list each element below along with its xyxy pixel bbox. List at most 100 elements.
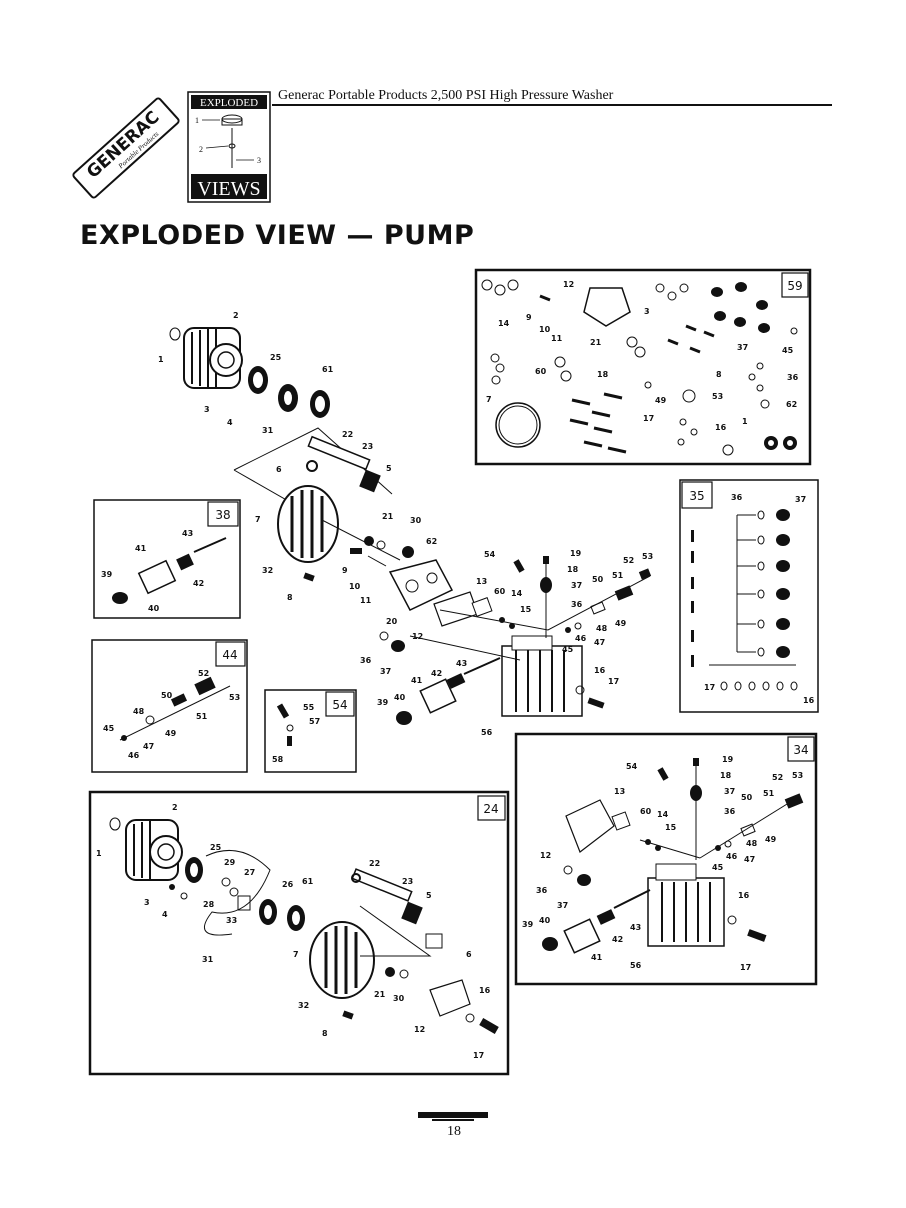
main-label-36b: 36 — [360, 656, 372, 665]
b59-label-36: 36 — [787, 373, 799, 382]
b54-label-55: 55 — [303, 703, 315, 712]
b24-label-29: 29 — [224, 858, 236, 867]
b34-label-60: 60 — [640, 807, 652, 816]
main-label-14: 14 — [511, 589, 523, 598]
b24-label-3: 3 — [144, 898, 150, 907]
main-label-4: 4 — [227, 418, 233, 427]
b24-label-12: 12 — [414, 1025, 425, 1034]
b24-label-28: 28 — [203, 900, 215, 909]
b24-label-32: 32 — [298, 1001, 309, 1010]
main-label-43: 43 — [456, 659, 467, 668]
b34-label-56: 56 — [630, 961, 642, 970]
b34-label-46: 46 — [726, 852, 738, 861]
b34-label-37b: 37 — [557, 901, 568, 910]
main-label-25: 25 — [270, 353, 282, 362]
b44-label-49: 49 — [165, 729, 177, 738]
b59-label-53: 53 — [712, 392, 723, 401]
main-label-37: 37 — [571, 581, 582, 590]
b34-label-51: 51 — [763, 789, 775, 798]
b24-label-17: 17 — [473, 1051, 484, 1060]
b34-label-52: 52 — [772, 773, 783, 782]
b59-label-49: 49 — [655, 396, 667, 405]
main-label-17: 17 — [608, 677, 619, 686]
b34-label-42: 42 — [612, 935, 623, 944]
b38-label-43: 43 — [182, 529, 193, 538]
b34-label-43: 43 — [630, 923, 641, 932]
b38-label-41: 41 — [135, 544, 147, 553]
b38-label-39: 39 — [101, 570, 113, 579]
b34-label-47: 47 — [744, 855, 755, 864]
main-label-11: 11 — [360, 596, 372, 605]
b24-label-30: 30 — [393, 994, 405, 1003]
main-label-41: 41 — [411, 676, 423, 685]
b59-label-37: 37 — [737, 343, 748, 352]
main-label-1: 1 — [158, 355, 164, 364]
box-44-number: 44 — [222, 648, 237, 662]
b24-label-22: 22 — [369, 859, 380, 868]
b59-label-62: 62 — [786, 400, 797, 409]
main-label-18: 18 — [567, 565, 579, 574]
badge-num-2: 2 — [199, 145, 203, 154]
b59-label-10: 10 — [539, 325, 551, 334]
b34-label-15: 15 — [665, 823, 677, 832]
b34-label-16: 16 — [738, 891, 750, 900]
main-label-32: 32 — [262, 566, 273, 575]
b34-label-14: 14 — [657, 810, 669, 819]
main-label-5: 5 — [386, 464, 392, 473]
main-label-39: 39 — [377, 698, 389, 707]
main-label-42: 42 — [431, 669, 442, 678]
b59-label-1: 1 — [742, 417, 748, 426]
main-label-52: 52 — [623, 556, 634, 565]
main-label-40: 40 — [394, 693, 406, 702]
b24-label-4: 4 — [162, 910, 168, 919]
b35-label-17: 17 — [704, 683, 715, 692]
box-38-number: 38 — [215, 508, 230, 522]
main-label-12: 12 — [412, 632, 423, 641]
b34-label-36b: 36 — [536, 886, 548, 895]
page-title: EXPLODED VIEW — PUMP — [80, 220, 475, 251]
b24-label-33: 33 — [226, 916, 237, 925]
b38-label-40: 40 — [148, 604, 160, 613]
main-label-36: 36 — [571, 600, 583, 609]
main-label-3: 3 — [204, 405, 210, 414]
b59-label-3: 3 — [644, 307, 650, 316]
b34-label-37: 37 — [724, 787, 735, 796]
main-label-23: 23 — [362, 442, 373, 451]
b24-label-31: 31 — [202, 955, 214, 964]
b34-label-39: 39 — [522, 920, 534, 929]
b44-label-52: 52 — [198, 669, 209, 678]
page-number-underbar — [432, 1119, 474, 1121]
b24-label-6: 6 — [466, 950, 472, 959]
main-label-7: 7 — [255, 515, 261, 524]
badge-num-3: 3 — [257, 156, 261, 165]
b44-label-45: 45 — [103, 724, 115, 733]
page-number: 18 — [447, 1124, 461, 1139]
b24-label-8: 8 — [322, 1029, 328, 1038]
main-label-2: 2 — [233, 311, 239, 320]
b24-label-2: 2 — [172, 803, 178, 812]
b24-label-21: 21 — [374, 990, 386, 999]
generac-logo: GENERAC Portable Products — [72, 97, 180, 199]
main-pump-assembly: 1 2 3 4 25 31 61 22 23 6 5 7 21 30 32 9 … — [158, 311, 653, 737]
main-label-15: 15 — [520, 605, 532, 614]
b24-label-25: 25 — [210, 843, 222, 852]
badge-num-1: 1 — [195, 116, 199, 125]
main-label-22: 22 — [342, 430, 353, 439]
b59-label-11: 11 — [551, 334, 563, 343]
b44-label-47: 47 — [143, 742, 154, 751]
main-label-37b: 37 — [380, 667, 391, 676]
b34-label-19: 19 — [722, 755, 734, 764]
badge-top-text: EXPLODED — [200, 97, 258, 109]
b24-label-27: 27 — [244, 868, 255, 877]
header-rule — [272, 104, 832, 106]
b44-label-53: 53 — [229, 693, 240, 702]
main-label-60: 60 — [494, 587, 506, 596]
kit-box-35: 35 36 37 17 16 — [679, 479, 819, 713]
b34-label-13: 13 — [614, 787, 625, 796]
b24-label-16: 16 — [479, 986, 491, 995]
b44-label-46: 46 — [128, 751, 140, 760]
b34-label-12: 12 — [540, 851, 551, 860]
b24-label-5: 5 — [426, 891, 432, 900]
header-title: Generac Portable Products 2,500 PSI High… — [278, 88, 614, 103]
